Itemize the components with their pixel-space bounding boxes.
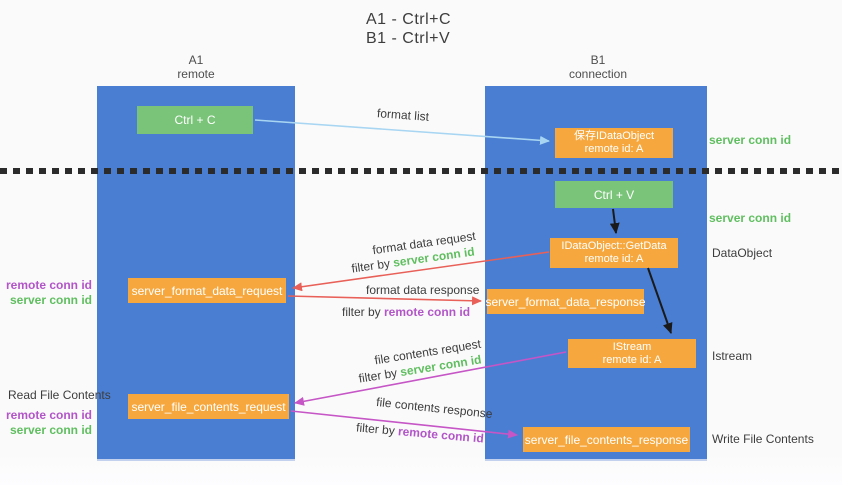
server-file-contents-request-label: server_file_contents_request xyxy=(131,399,286,414)
istream-line2: remote id: A xyxy=(602,353,662,366)
title-line-1: A1 - Ctrl+C xyxy=(366,11,452,28)
diagram-title: A1 - Ctrl+C B1 - Ctrl+V xyxy=(366,10,451,48)
title-line-2: B1 - Ctrl+V xyxy=(366,30,451,47)
server-format-data-response-label: server_format_data_response xyxy=(485,294,646,309)
getdata-node: IDataObject::GetData remote id: A xyxy=(550,238,678,268)
lifeline-a1-subtitle: remote xyxy=(177,67,215,81)
server-format-data-request-label: server_format_data_request xyxy=(131,283,283,298)
server-format-data-request-node: server_format_data_request xyxy=(128,278,286,303)
save-dataobject-line2: remote id: A xyxy=(584,143,644,155)
lifeline-a1-name: A1 xyxy=(188,53,204,67)
remote-conn-id-text: remote conn id xyxy=(5,408,92,422)
format-data-response-label: format data response xyxy=(366,283,480,297)
ctrl-v-node: Ctrl + V xyxy=(555,181,673,208)
format-data-response-filter-label: filter by remote conn id xyxy=(342,305,470,319)
server-conn-id-note-2: server conn id xyxy=(709,211,792,225)
write-file-contents-note: Write File Contents xyxy=(712,432,814,446)
server-file-contents-response-label: server_file_contents_response xyxy=(524,432,689,447)
ctrl-v-label: Ctrl + V xyxy=(593,187,635,202)
istream-node: IStream remote id: A xyxy=(568,339,696,368)
getdata-line1: IDataObject::GetData xyxy=(561,240,667,252)
istream-note: Istream xyxy=(712,349,753,363)
filter-by-text: filter by xyxy=(342,305,385,319)
server-file-contents-request-node: server_file_contents_request xyxy=(128,394,289,419)
getdata-line2: remote id: A xyxy=(584,253,644,265)
istream-line1: IStream xyxy=(612,340,652,353)
file-contents-response-filter-label: filter by remote conn id xyxy=(356,420,485,445)
remote-conn-id-text: remote conn id xyxy=(384,305,471,319)
server-format-data-response-node: server_format_data_response xyxy=(485,289,646,314)
format-list-label: format list xyxy=(376,106,430,124)
server-conn-id-text: server conn id xyxy=(9,423,92,437)
lifeline-header-b1: B1 connection xyxy=(546,53,650,81)
filter-by-text: filter by xyxy=(355,420,399,439)
server-conn-id-note-1: server conn id xyxy=(709,133,792,147)
ctrl-c-label: Ctrl + C xyxy=(174,113,216,127)
copy-paste-divider-line xyxy=(0,168,842,174)
read-file-contents-note: Read File Contents xyxy=(8,388,111,402)
server-conn-id-text: server conn id xyxy=(9,293,92,307)
file-contents-response-label: file contents response xyxy=(375,394,494,422)
lifeline-b1-subtitle: connection xyxy=(568,67,628,81)
file-request-conn-ids-note: remote conn id server conn id xyxy=(6,408,92,438)
remote-conn-id-text: remote conn id xyxy=(397,424,485,446)
lifeline-b1-name: B1 xyxy=(590,53,606,67)
ctrl-c-node: Ctrl + C xyxy=(137,106,253,134)
dataobject-note: DataObject xyxy=(712,246,773,260)
save-dataobject-node: 保存IDataObject remote id: A xyxy=(555,128,673,158)
lifeline-header-a1: A1 remote xyxy=(146,53,246,81)
filter-by-text: filter by xyxy=(350,255,395,276)
remote-conn-id-text: remote conn id xyxy=(5,278,92,292)
filter-by-text: filter by xyxy=(357,365,402,386)
server-file-contents-response-node: server_file_contents_response xyxy=(523,427,690,452)
format-request-conn-ids-note: remote conn id server conn id xyxy=(6,278,92,308)
save-dataobject-line1: 保存IDataObject xyxy=(573,130,655,142)
